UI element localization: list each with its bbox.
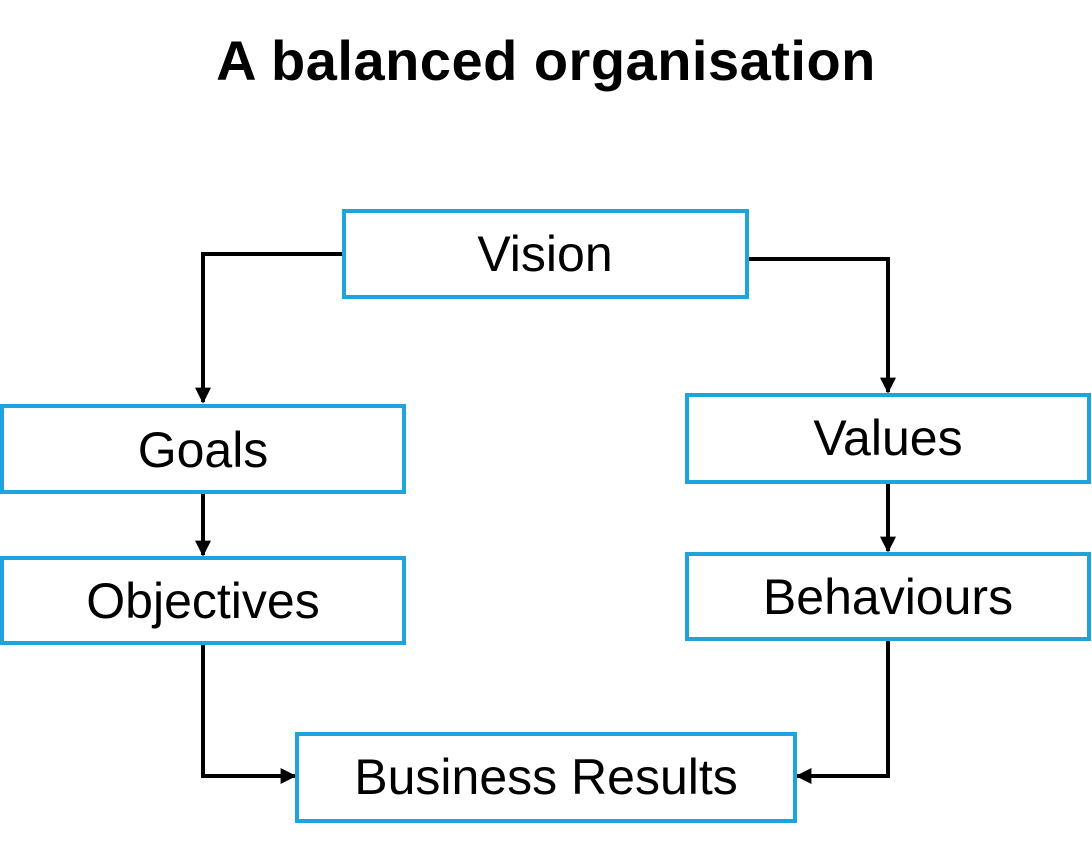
node-vision-box [342,209,749,299]
node-business-results: Business Results [295,732,797,823]
edge-vision-to-values [748,257,896,394]
edge-objectives-to-business-results [201,644,297,784]
node-business-results-label: Business Results [354,749,738,805]
node-values: Values [685,393,1091,484]
node-values-label: Values [813,410,962,466]
node-objectives-box [0,556,406,645]
node-vision: Vision [342,209,749,299]
node-behaviours-label: Behaviours [763,569,1013,625]
node-goals-box [0,404,406,494]
node-goals: Goals [0,404,406,494]
node-vision-label: Vision [477,226,612,282]
node-behaviours-box [685,552,1091,641]
node-objectives-label: Objectives [86,573,319,629]
node-values-box [685,393,1091,484]
node-objectives: Objectives [0,556,406,645]
node-behaviours: Behaviours [685,552,1091,641]
node-business-results-box [295,732,797,823]
diagram-title: A balanced organisation [216,29,876,92]
edge-vision-to-goals [195,252,343,404]
node-goals-label: Goals [138,422,269,478]
edge-behaviours-to-business-results [795,640,890,784]
